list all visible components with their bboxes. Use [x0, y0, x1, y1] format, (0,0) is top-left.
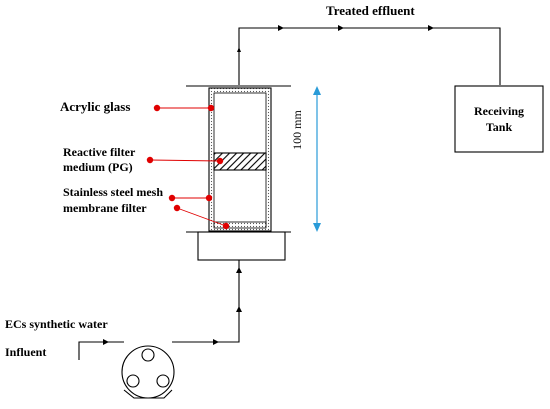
flow-arrow: [213, 339, 219, 345]
treated-effluent-label: Treated effluent: [326, 3, 415, 18]
reactive-filter-label-line1: Reactive filter: [63, 145, 136, 159]
callout-dot: [205, 194, 213, 202]
receiving-tank-label-line1: Receiving: [474, 104, 524, 118]
callout-dot: [153, 104, 161, 112]
callout-dot: [216, 157, 224, 165]
flow-arrow: [236, 267, 242, 273]
flow-arrow: [103, 339, 109, 345]
mesh-filter-label-line1: Stainless steel mesh: [63, 185, 163, 199]
callout-dot: [146, 156, 154, 164]
flow-arrow: [236, 306, 242, 312]
reactive-filter-layer: [213, 152, 267, 171]
acrylic-glass-label: Acrylic glass: [60, 99, 131, 114]
reactive-filter-label-line2: medium (PG): [63, 160, 133, 174]
effluent-flow-arrows: [237, 25, 434, 52]
column-height-label: 100 mm: [290, 110, 304, 150]
peristaltic-pump: [121, 345, 175, 399]
effluent-pipe: [238, 27, 501, 85]
receiving-tank-label-line2: Tank: [485, 120, 513, 134]
callout-dot: [222, 222, 230, 230]
callout-dot: [168, 194, 176, 202]
height-dimension: [313, 86, 321, 232]
filter-column: [208, 87, 272, 232]
bottom-mesh-layer: [213, 221, 267, 229]
pump-roller: [126, 374, 140, 388]
flow-arrow: [237, 47, 241, 52]
receiving-tank: [454, 85, 544, 153]
pump-roller: [141, 348, 155, 362]
influent-label: Influent: [5, 345, 47, 359]
callouts: [146, 104, 230, 230]
feed-flow-arrows: [103, 267, 242, 345]
flow-arrow: [278, 25, 284, 31]
pump-roller: [156, 374, 170, 388]
mesh-filter-label-line2: membrane filter: [63, 201, 147, 215]
flow-arrow: [428, 25, 434, 31]
callout-dot: [207, 104, 215, 112]
flow-arrow: [338, 25, 344, 31]
callout-dot: [173, 204, 181, 212]
ecs-synthetic-water-label: ECs synthetic water: [5, 317, 108, 331]
column-base: [197, 231, 286, 261]
